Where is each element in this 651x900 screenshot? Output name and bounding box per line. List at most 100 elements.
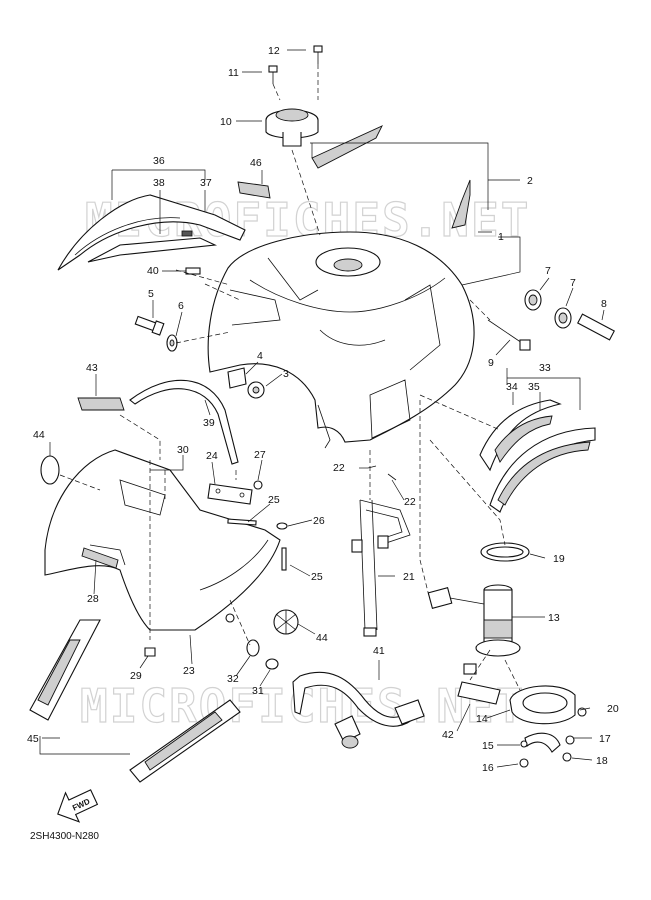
- pin-22a: [367, 465, 377, 469]
- fuel-cap: [265, 108, 319, 147]
- callout-41: 41: [373, 645, 385, 657]
- bolt-9: [487, 319, 531, 351]
- drawing-code: 2SH4300-N280: [30, 831, 99, 842]
- emblem-strip-b: [451, 179, 471, 229]
- strip-25a: [227, 518, 257, 526]
- pump-ring-19: [480, 542, 530, 562]
- fwd-arrow-icon: FWD: [57, 789, 99, 823]
- collar-7a: [524, 289, 542, 311]
- callout-13: 13: [548, 612, 560, 624]
- washer-32: [246, 639, 260, 657]
- callout-45: 45: [27, 733, 39, 745]
- strip-25b: [281, 547, 287, 571]
- callout-43: 43: [86, 362, 98, 374]
- bolt-12: [313, 45, 323, 64]
- callout-15: 15: [482, 740, 494, 752]
- callout-22a: 22: [333, 462, 345, 474]
- emblem-44-right: [273, 609, 299, 635]
- callout-27: 27: [254, 449, 266, 461]
- bracket-4: [227, 367, 247, 389]
- pipe-8: [577, 313, 615, 341]
- callout-25b: 25: [311, 571, 323, 583]
- breather-hose-21: [351, 499, 411, 637]
- graphic-45: [29, 619, 241, 783]
- decal-28: [81, 547, 119, 569]
- fuel-hose-41: [292, 671, 425, 749]
- callout-19: 19: [553, 553, 565, 565]
- connector-42: [457, 663, 501, 705]
- callout-10: 10: [220, 116, 232, 128]
- callout-6: 6: [178, 300, 184, 312]
- callout-42: 42: [442, 729, 454, 741]
- callout-28: 28: [87, 593, 99, 605]
- bolt-11: [268, 65, 278, 84]
- callout-26: 26: [313, 515, 325, 527]
- callout-7b: 7: [570, 277, 576, 289]
- callout-38: 38: [153, 177, 165, 189]
- fuel-tank: [207, 231, 475, 449]
- callout-3: 3: [283, 368, 289, 380]
- callout-1: 1: [498, 231, 504, 243]
- callout-12: 12: [268, 45, 280, 57]
- clamp-17: [524, 732, 575, 753]
- callout-37: 37: [200, 177, 212, 189]
- callout-4: 4: [257, 350, 263, 362]
- side-cover-left: [57, 194, 246, 271]
- callout-29: 29: [130, 670, 142, 682]
- callout-9: 9: [488, 357, 494, 369]
- callout-7a: 7: [545, 265, 551, 277]
- pin-22b: [387, 473, 397, 481]
- emblem-strip-a: [311, 125, 383, 169]
- fuel-pump-13: [427, 584, 521, 657]
- callout-33: 33: [539, 362, 551, 374]
- washer-6: [166, 334, 178, 352]
- emblem-44-left: [40, 455, 60, 485]
- callout-8: 8: [601, 298, 607, 310]
- seal-strip-39: [129, 379, 239, 465]
- clip-26: [276, 522, 288, 530]
- callout-30: 30: [177, 444, 189, 456]
- grommet-27: [253, 480, 263, 490]
- callout-31: 31: [252, 685, 264, 697]
- collar-7b: [554, 307, 572, 329]
- callout-23: 23: [183, 665, 195, 677]
- emblem-46: [237, 181, 271, 199]
- bolt-31: [265, 658, 279, 670]
- callout-21: 21: [403, 571, 415, 583]
- callout-22b: 22: [404, 496, 416, 508]
- callout-36: 36: [153, 155, 165, 167]
- callout-32: 32: [227, 673, 239, 685]
- leader-lines: [39, 49, 605, 768]
- callout-14: 14: [476, 713, 488, 725]
- callout-40: 40: [147, 265, 159, 277]
- callout-24: 24: [206, 450, 218, 462]
- callout-39: 39: [203, 417, 215, 429]
- callout-2: 2: [527, 175, 533, 187]
- callout-20: 20: [607, 703, 619, 715]
- callout-17: 17: [599, 733, 611, 745]
- callout-18: 18: [596, 755, 608, 767]
- bolt-5: [134, 315, 165, 336]
- bolt-18: [562, 752, 572, 762]
- collar-29: [144, 647, 156, 657]
- callout-44b: 44: [316, 632, 328, 644]
- callout-44a: 44: [33, 429, 45, 441]
- callout-34: 34: [506, 381, 518, 393]
- bolt-16: [519, 758, 529, 768]
- pad-43: [77, 397, 125, 411]
- callout-35: 35: [528, 381, 540, 393]
- assembly-lines: [59, 269, 521, 691]
- callout-16: 16: [482, 762, 494, 774]
- callout-numbers: 12 11 10 2 1 36 38 37 46 40 5 6 4 3 7 7 …: [27, 45, 619, 774]
- side-cover-right: [479, 399, 596, 513]
- callout-5: 5: [148, 288, 154, 300]
- bracket-24: [207, 483, 253, 505]
- damper-3: [247, 381, 265, 399]
- washer-15: [520, 740, 528, 748]
- callout-11: 11: [228, 67, 239, 79]
- callout-25a: 25: [268, 494, 280, 506]
- gasket-14: [509, 685, 576, 725]
- tank-cover-front: [44, 449, 281, 631]
- callout-46: 46: [250, 157, 262, 169]
